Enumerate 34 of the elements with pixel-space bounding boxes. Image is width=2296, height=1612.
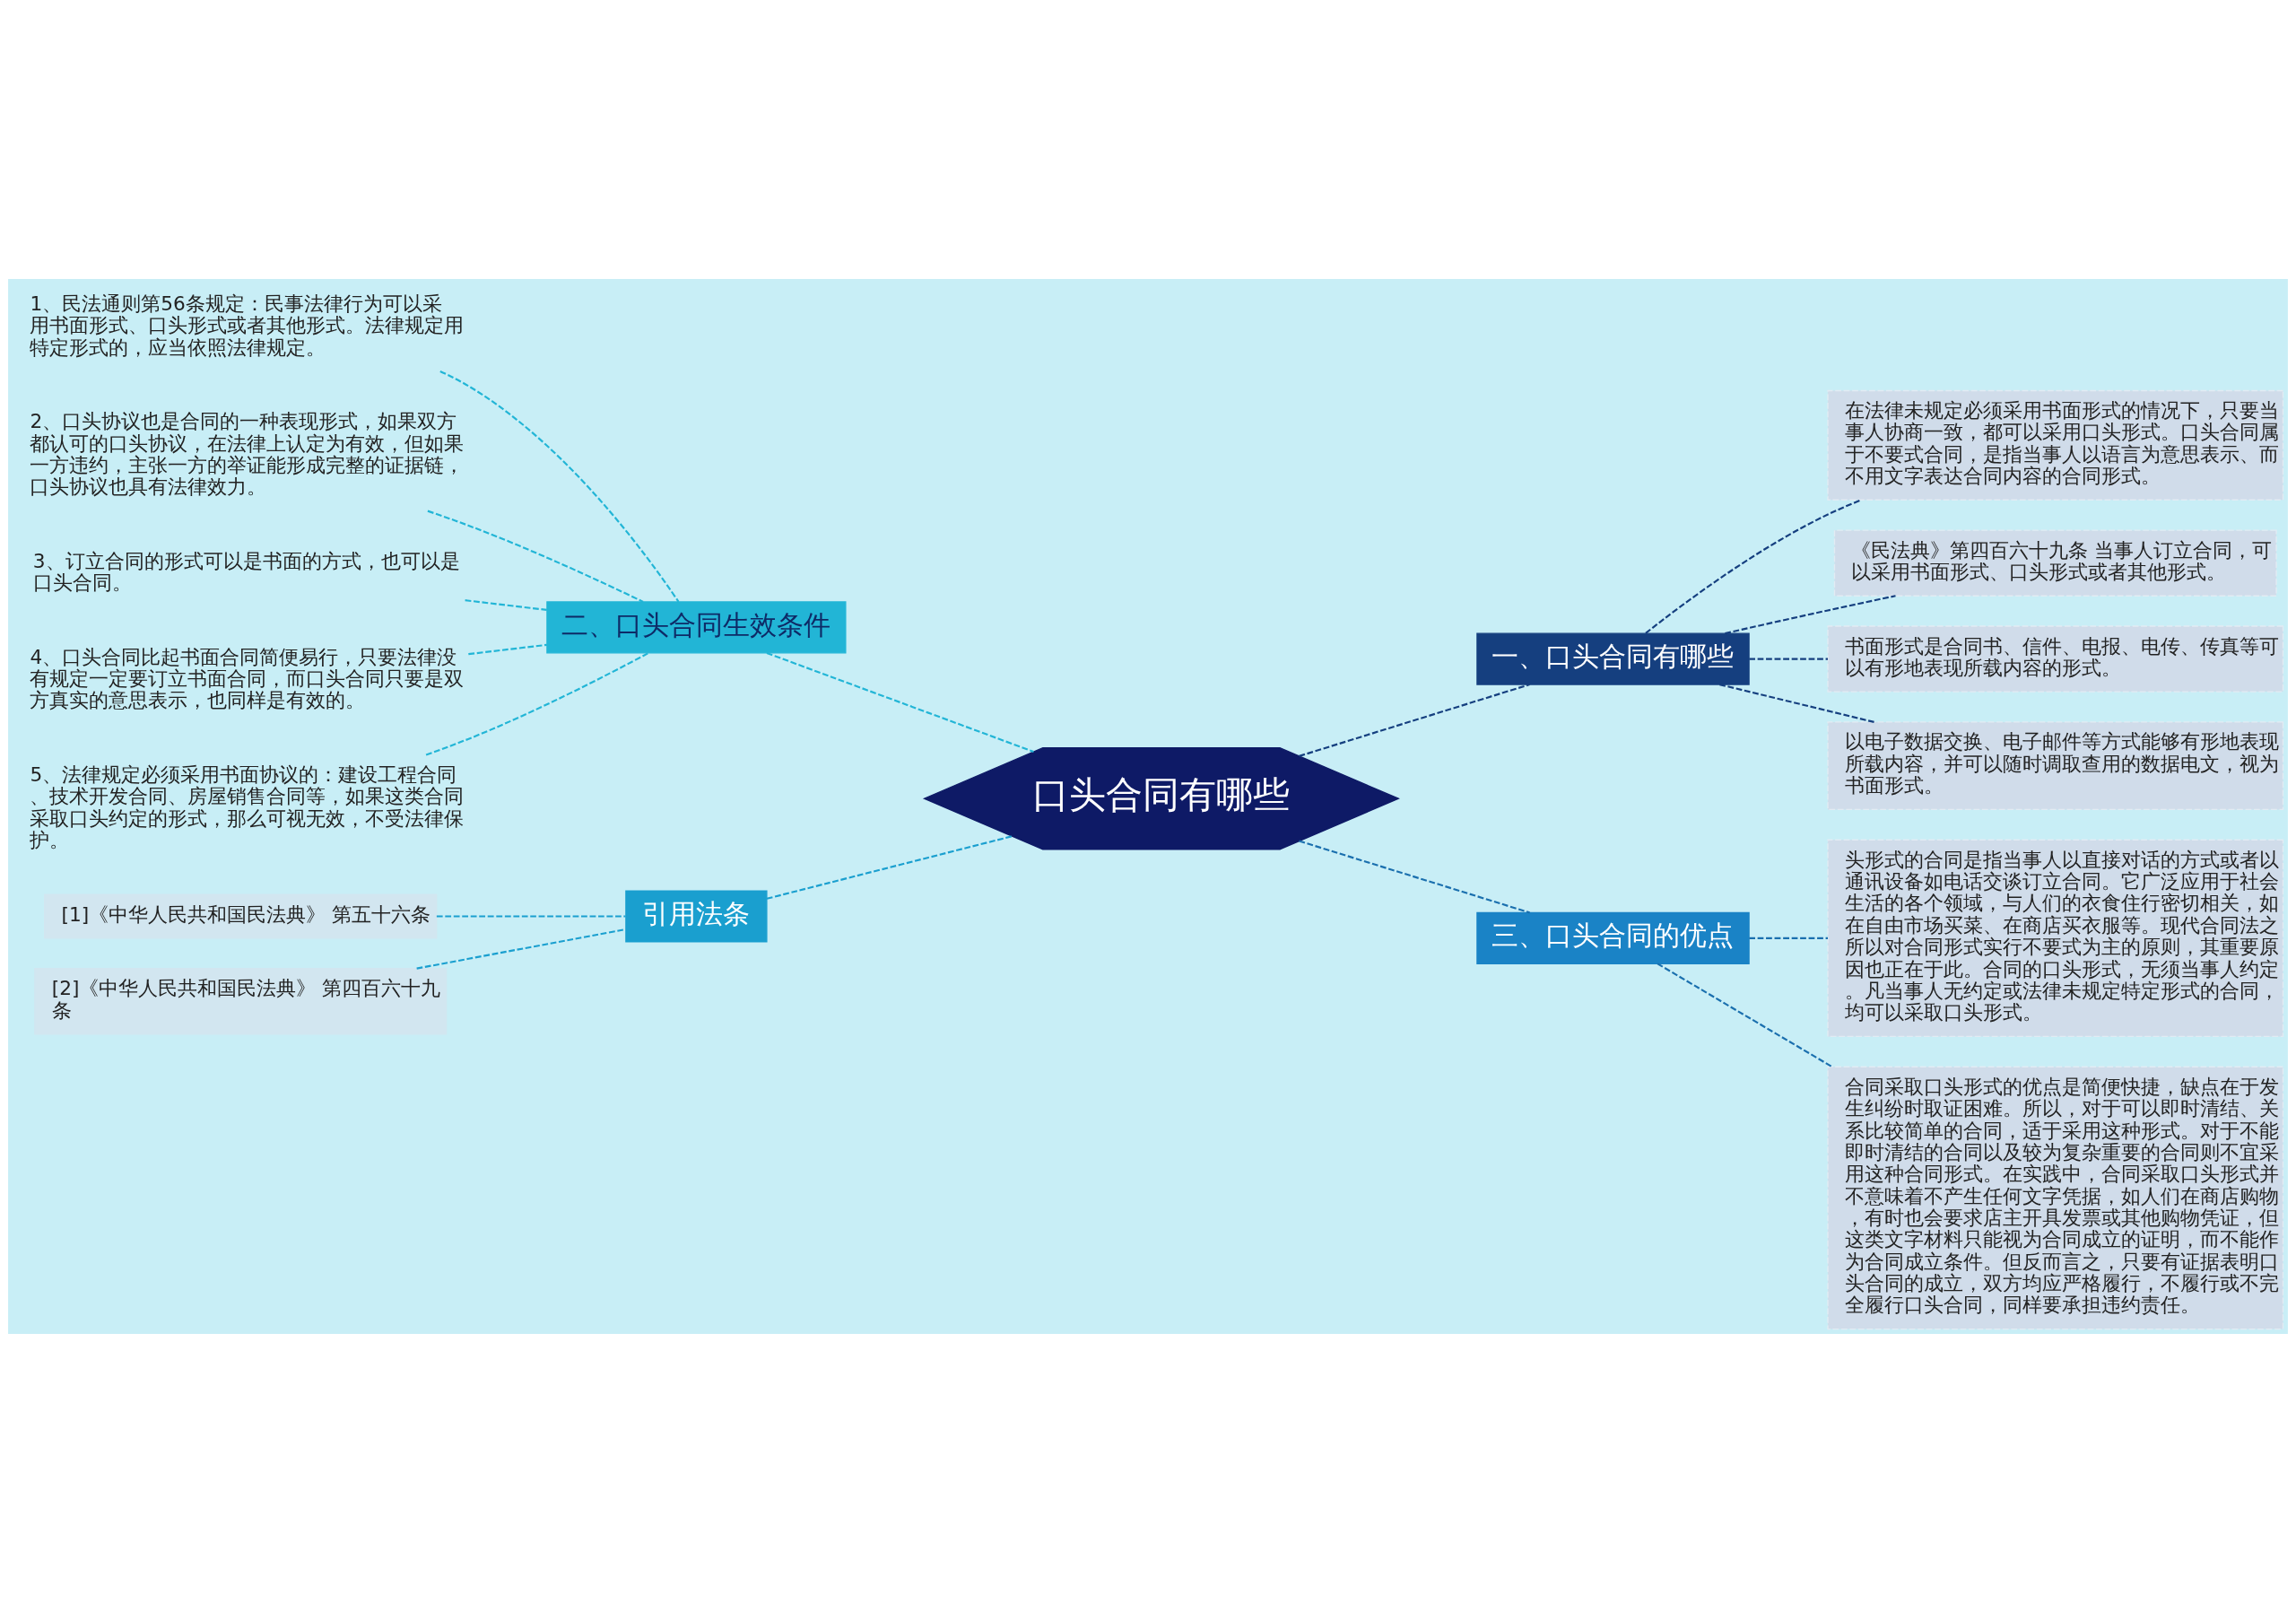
node-box: 三、口头合同的优点	[1476, 911, 1750, 964]
node-box: 以电子数据交换、电子邮件等方式能够有形地表现所载内容，并可以随时调取查用的数据电文，视为书面形式。	[1827, 720, 2284, 810]
connector	[1749, 937, 1828, 939]
node-box: [1]《中华人民共和国民法典》 第五十六条	[44, 893, 438, 938]
connector	[1299, 840, 1530, 913]
node-box: 一、口头合同有哪些	[1476, 632, 1750, 685]
connector	[427, 510, 644, 603]
node-box: 合同采取口头形式的优点是简便快捷，缺点在于发生纠纷时取证困难。所以，对于可以即时清结、关系比较简单的合同，适于采用这种形式。对于不能即时清结的合同以及较为复杂重要的合同则不宜采用这种合同形式。在实践中，合同采取口头形式并不意味着不产生任何文字凭据，如人们在商店购物，有时也会要求店主开具发票或其他购物凭证，但这类文字材料只能视为合同成立的证明，而不能作为合同成立条件。但反而言之，只要有证据表明口头合同的成立，双方均应严格履行，不履行或不完全履行口头合同，同样要承担违约责任。	[1827, 1066, 2284, 1329]
node-text: 4、口头合同比起书面合同简便易行，只要法律没有规定一定要订立书面合同，而口头合同只要是双方真实的意思表示，也同样是有效的。	[30, 645, 465, 711]
node-box: 在法律未规定必须采用书面形式的情况下，只要当事人协商一致，都可以采用口头形式。口头合同属于不要式合同，是指当事人以语言为意思表示、而不用文字表达合同内容的合同形式。	[1827, 389, 2284, 501]
node-text: 2、口头协议也是合同的一种表现形式，如果双方都认可的口头协议，在法律上认定为有效，但如果一方违约，主张一方的举证能形成完整的证据链，口头协议也具有法律效力。	[30, 409, 465, 498]
connector	[766, 834, 1013, 900]
node-text: 3、订立合同的形式可以是书面的方式，也可以是口头合同。	[32, 549, 460, 594]
node-text: 5、法律规定必须采用书面协议的：建设工程合同、技术开发合同、房屋销售合同等，如果这类合同采取口头约定的形式，那么可视无效，不受法律保护。	[30, 762, 465, 851]
node-box: 书面形式是合同书、信件、电报、电传、传真等可以有形地表现所载内容的形式。	[1827, 624, 2284, 693]
node-box: 《民法典》第四百六十九条 当事人订立合同，可以采用书面形式、口头形式或者其他形式。	[1833, 528, 2277, 597]
connector	[468, 643, 547, 655]
connector	[425, 651, 649, 755]
node-box: [2]《中华人民共和国民法典》 第四百六十九条	[34, 967, 448, 1034]
connector	[1645, 499, 1862, 634]
connector	[416, 928, 626, 970]
connector	[1657, 962, 1833, 1067]
node-box: 头形式的合同是指当事人以直接对话的方式或者以通讯设备如电话交谈订立合同。它广泛应用于社会生活的各个领域，与人们的衣食住行密切相关，如在自由市场买菜、在商店买衣服等。现代合同法之所以对合同形式实行不要式为主的原则，其重要原因也正在于此。合同的口头形式，无须当事人约定。凡当事人无约定或法律未规定特定形式的合同，均可以采取口头形式。	[1827, 839, 2284, 1037]
connector	[1725, 594, 1896, 634]
node-box: 二、口头合同生效条件	[546, 600, 847, 653]
connector	[1299, 683, 1530, 757]
connector	[439, 370, 680, 602]
node-box: 引用法条	[625, 889, 768, 943]
node-text: 1、民法通则第56条规定：民事法律行为可以采用书面形式、口头形式或者其他形式。法律规定用特定形式的，应当依照法律规定。	[30, 292, 465, 359]
connector	[766, 651, 1034, 753]
connector	[465, 598, 547, 611]
connector	[1749, 658, 1828, 660]
connector	[1719, 683, 1874, 723]
connector	[436, 914, 626, 918]
